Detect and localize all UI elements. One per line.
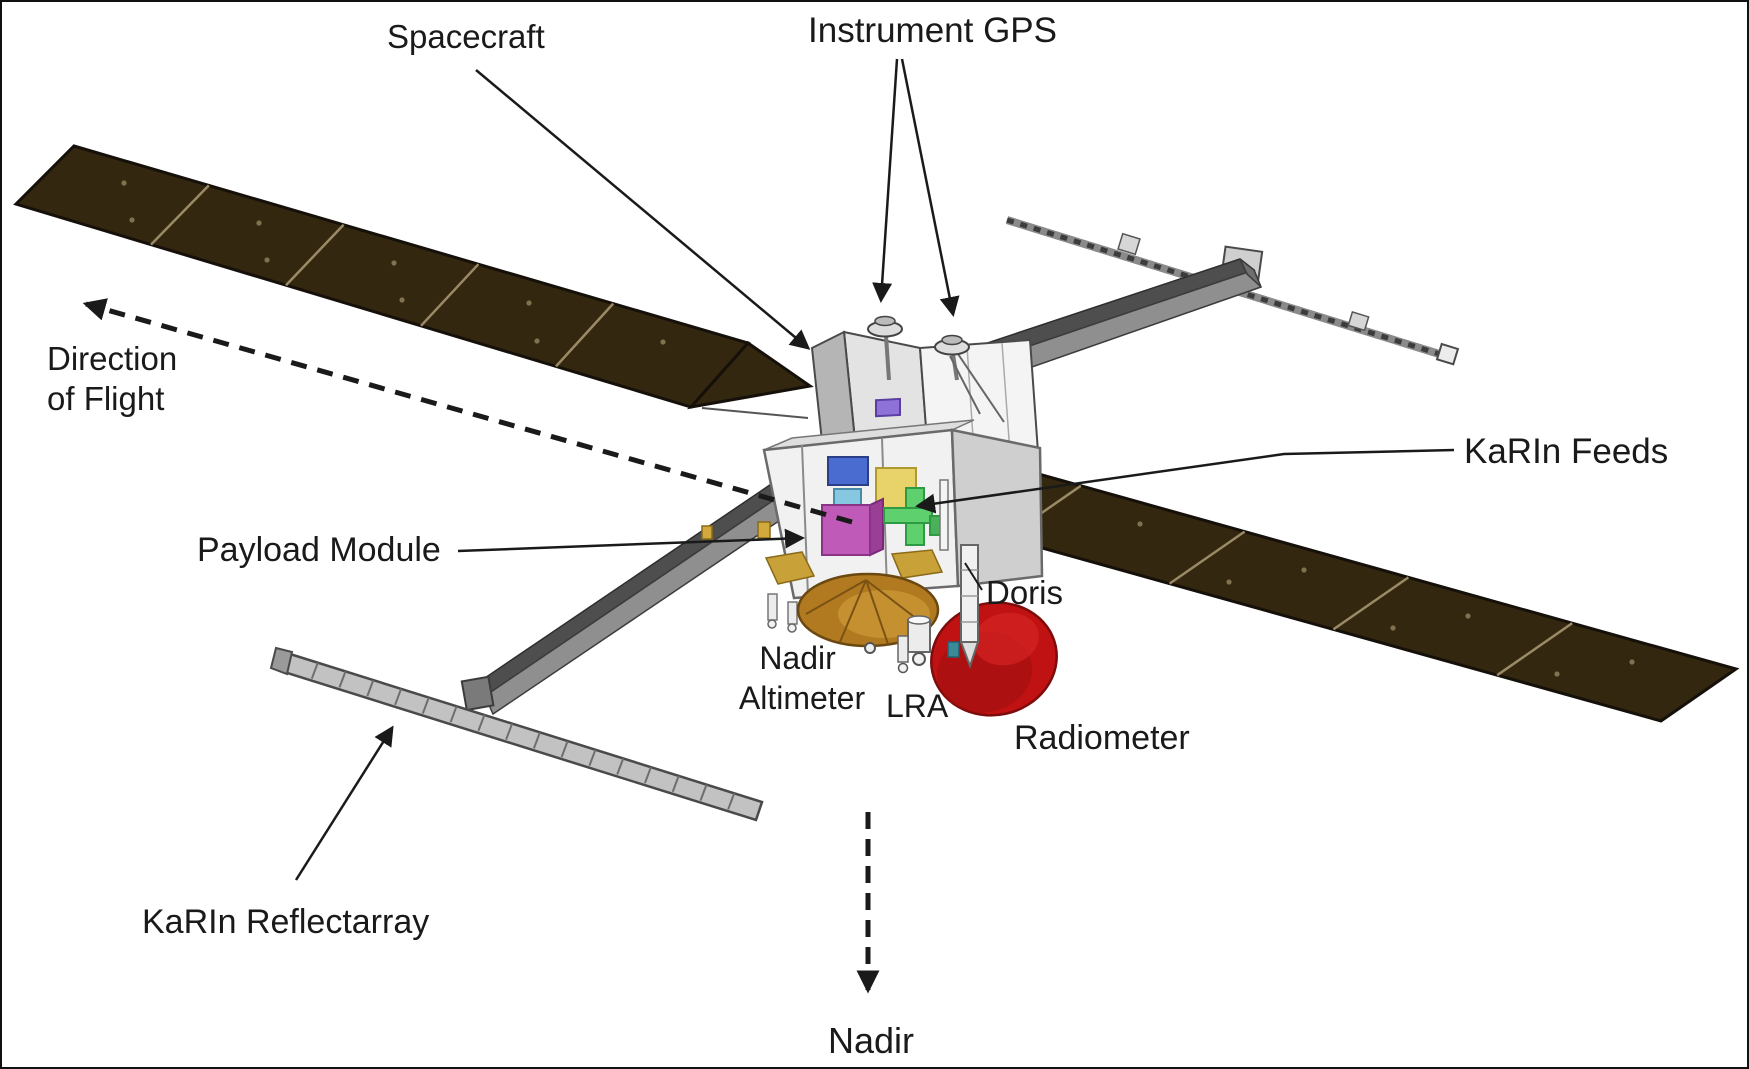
gps-antenna-1-cap [874, 315, 896, 327]
gps-antenna-1-stem [884, 335, 891, 381]
instrument-box-purple [875, 397, 901, 418]
lra-cylinder-top [907, 615, 931, 625]
doris-cylinder [960, 544, 979, 643]
karin-feeds-horizontal [883, 507, 933, 524]
label-nadir: Nadir [828, 1020, 914, 1061]
lra-cylinder [907, 619, 931, 653]
label-nadir-altimeter-line1: Nadir [759, 640, 836, 676]
label-payload-module: Payload Module [197, 531, 441, 569]
solar-panel-left-yoke [701, 407, 809, 419]
instrument-box-magenta [821, 497, 884, 557]
instrument-box-magenta-front [821, 504, 871, 556]
doris-connector-line [964, 562, 983, 591]
radiometer-highlight [973, 612, 1039, 666]
solar-panel-right-dividers [1005, 484, 1573, 677]
doris-bracket-rod [939, 479, 949, 551]
solar-panel-left-tip [687, 341, 814, 410]
lra-unit [897, 615, 931, 674]
karin-reflectarray-end-cap [269, 646, 294, 676]
nadir-altimeter-feed-ball [864, 642, 876, 654]
lra-ball-1 [912, 652, 926, 666]
gps-leader-arrow-2 [900, 58, 960, 317]
label-instrument-gps: Instrument GPS [808, 11, 1057, 50]
label-dof-line2: of Flight [47, 380, 164, 417]
doris-blue-box [947, 641, 960, 658]
solar-panel-left [13, 144, 814, 419]
label-lra: LRA [886, 688, 949, 724]
label-direction-of-flight: Direction of Flight [47, 340, 186, 417]
leader-lines [82, 58, 1455, 994]
instrument-box-blue [827, 456, 869, 486]
bus-panel-line-2 [1001, 342, 1011, 454]
lra-post-2 [897, 635, 909, 663]
spacecraft-bus [810, 315, 1040, 462]
karin-mast-upper-end-face [1239, 258, 1262, 288]
label-spacecraft: Spacecraft [387, 18, 545, 55]
label-nadir-altimeter-line2: Altimeter [739, 680, 866, 716]
truss-plate-small-1 [1117, 232, 1141, 256]
truss-end-cap [1435, 342, 1460, 366]
label-radiometer: Radiometer [1014, 719, 1190, 757]
karin-reflectarray-segments [310, 662, 736, 810]
solar-panel-left-dividers [150, 184, 615, 368]
truss-plate-small-2 [1347, 311, 1370, 332]
gps-antenna-2 [934, 334, 1005, 423]
gps-antenna-2-strut-2 [957, 353, 1005, 423]
gps-antenna-2-strut-1 [949, 355, 981, 415]
label-nadir-altimeter: Nadir Altimeter [739, 640, 866, 716]
label-karin-feeds: KaRIn Feeds [1464, 432, 1668, 471]
gps-antenna-1 [867, 315, 903, 381]
karin-mast-lower [460, 468, 808, 716]
label-dof-line1: Direction [47, 340, 177, 377]
karin-reflectarray [269, 646, 764, 822]
text-labels: Spacecraft Instrument GPS Direction of F… [47, 11, 1668, 1061]
under-module-posts [767, 593, 798, 633]
lra-ball-2 [897, 662, 909, 674]
direction-of-flight-arrow [82, 298, 853, 525]
label-karin-reflectarray: KaRIn Reflectarray [142, 903, 429, 941]
karin-mast-lower-end-cap [460, 675, 495, 712]
gps-antenna-2-cap [941, 334, 963, 346]
gold-brackets [701, 521, 944, 585]
karin-feeds-leader-arrow [915, 448, 1455, 514]
label-doris: Doris [986, 574, 1063, 611]
instrument-box-magenta-side [869, 497, 884, 557]
gps-leader-arrow-1 [872, 58, 899, 303]
karin-reflectarray-leader-arrow [294, 725, 394, 881]
spacecraft-leader-arrow [475, 69, 811, 350]
karin-mast-lower-top-face [474, 468, 800, 698]
doris-antenna [939, 479, 980, 669]
solar-panel-left-dots [121, 180, 666, 345]
payload-module-leader-arrow [457, 528, 805, 553]
doris-tip [959, 641, 980, 669]
